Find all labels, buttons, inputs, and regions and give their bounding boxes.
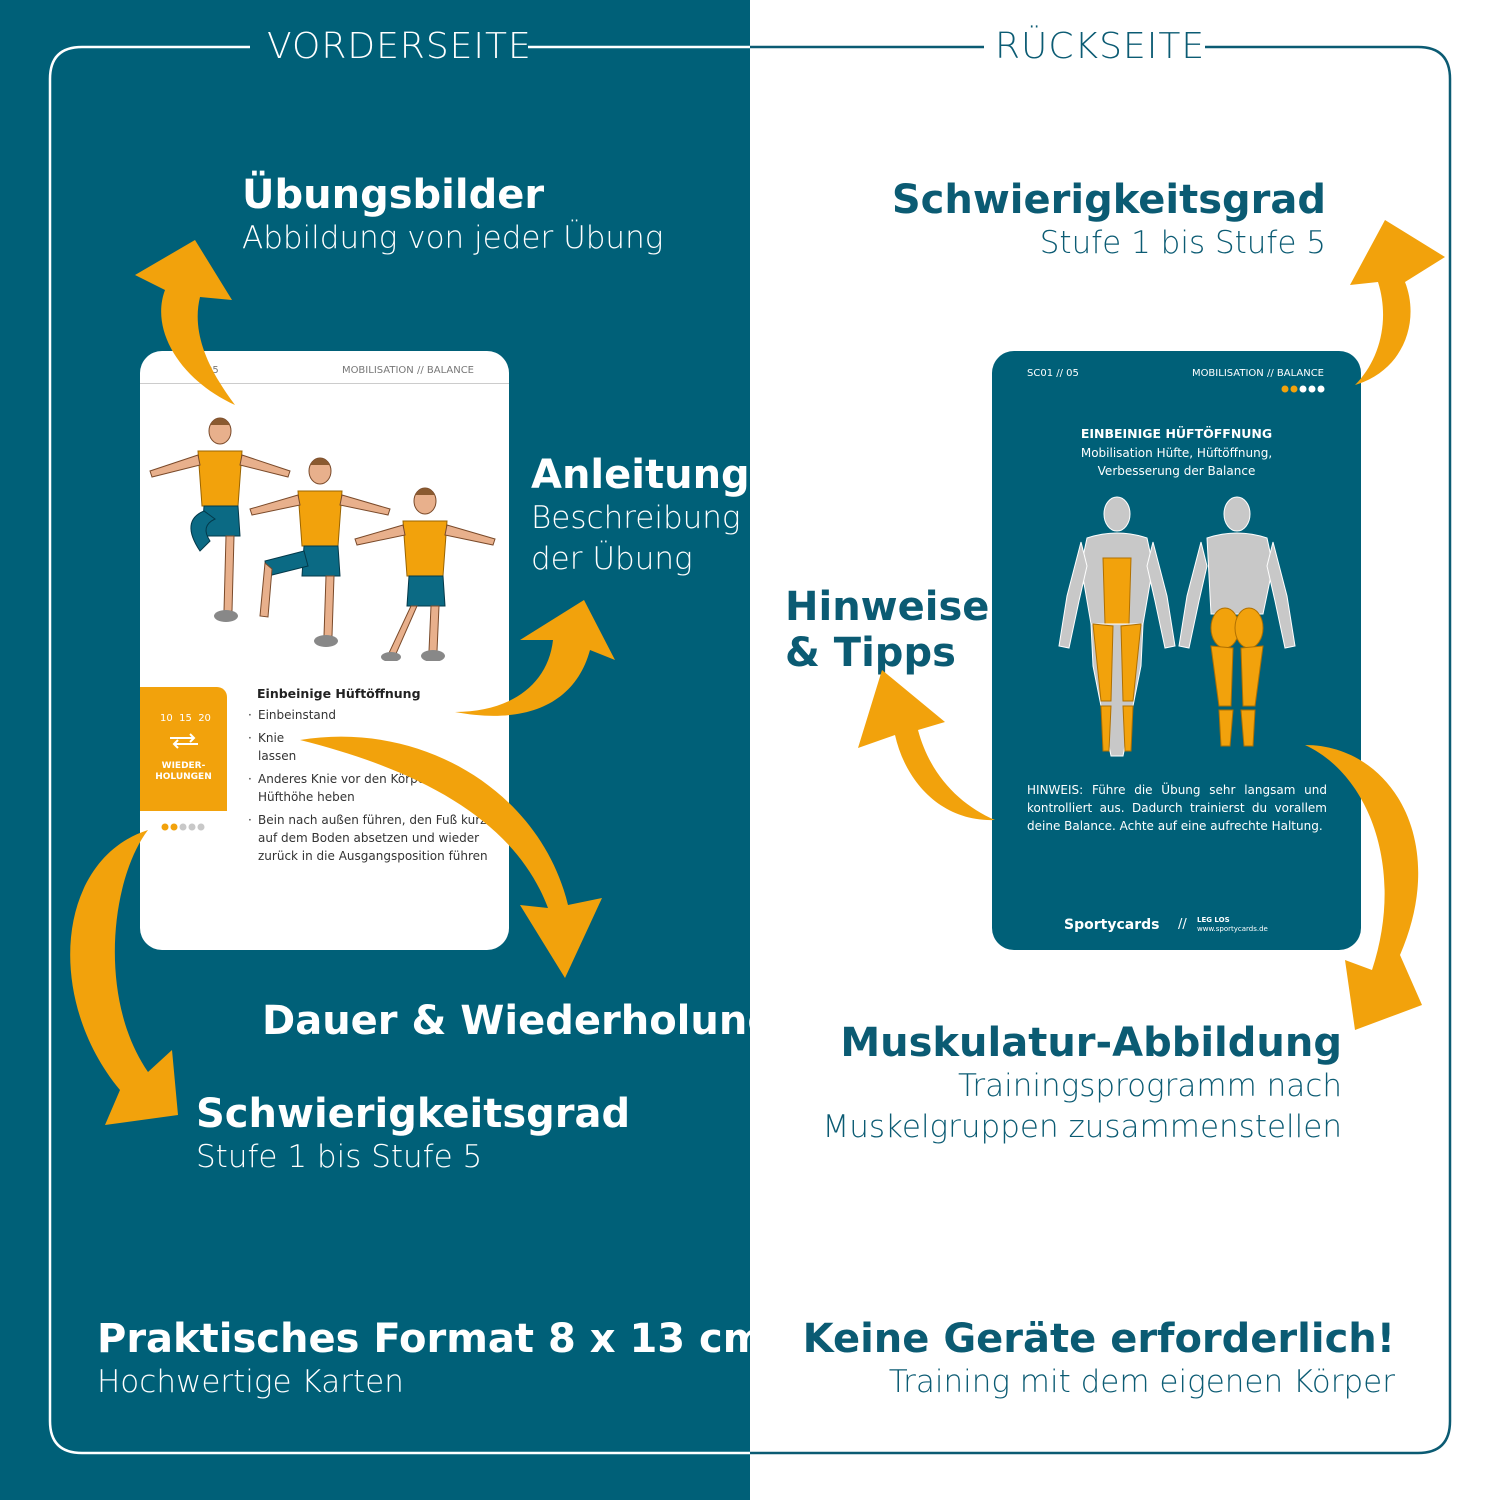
format-sub: Hochwertige Karten (97, 1364, 404, 1400)
reps-label: WIEDER- HOLUNGEN (155, 761, 212, 782)
difficulty-sub-left: Stufe 1 bis Stufe 5 (196, 1139, 483, 1175)
difficulty-dot (1290, 385, 1298, 393)
difficulty-title-right: Schwierigkeitsgrad (891, 177, 1326, 223)
front-difficulty-dots (161, 823, 205, 831)
muscle-anatomy-illustration (1058, 496, 1296, 757)
back-card-subtitle-1: Mobilisation Hüfte, Hüftöffnung, (1080, 446, 1273, 460)
difficulty-dot (1281, 385, 1289, 393)
difficulty-dot (170, 823, 178, 831)
instructions-sub-2: der Übung (531, 541, 693, 577)
no-equipment-sub: Training mit dem eigenen Körper (888, 1364, 1395, 1400)
back-card-subtitle-2: Verbesserung der Balance (1097, 464, 1256, 478)
difficulty-dot (179, 823, 187, 831)
exercise-figures-illustration (149, 417, 496, 661)
repeat-icon (170, 733, 198, 749)
back-card-code: SC01 // 05 (1027, 368, 1079, 379)
format-title: Praktisches Format 8 x 13 cm (97, 1316, 765, 1362)
difficulty-dot (1308, 385, 1316, 393)
step-item: Bein nach außen führen, den Fuß kurz auf… (248, 811, 488, 865)
back-difficulty-dots (1281, 385, 1325, 393)
muscles-sub-2: Muskelgruppen zusammenstellen (822, 1109, 1342, 1145)
exercise-images-title: Übungsbilder (242, 172, 545, 218)
back-card-slogan: LEG LOS (1197, 916, 1230, 924)
front-card: 05 MOBILISATION // BALANCE (140, 351, 509, 950)
back-card: SC01 // 05 MOBILISATION // BALANCE EINBE… (992, 351, 1361, 950)
difficulty-title-left: Schwierigkeitsgrad (196, 1091, 631, 1137)
difficulty-dot (1317, 385, 1325, 393)
back-card-divider: // (1178, 917, 1187, 932)
exercise-images-sub: Abbildung von jeder Übung (242, 220, 664, 256)
repetitions-tab: 10 15 20 WIEDER- HOLUNGEN (140, 687, 227, 811)
front-side-label: VORDERSEITE (267, 26, 532, 67)
back-card-title: EINBEINIGE HÜFTÖFFNUNG (1080, 426, 1273, 441)
duration-title: Dauer & Wiederholung (262, 998, 776, 1044)
reps-options: 10 15 20 (160, 713, 211, 724)
muscles-sub-1: Trainingsprogramm nach (957, 1068, 1342, 1104)
step-item: Anderes Knie vor den Körper auf Hüfthöhe… (248, 770, 488, 806)
front-card-code: 05 (206, 365, 219, 376)
step-item: Einbeinstand (248, 706, 488, 724)
muscles-title: Muskulatur-Abbildung (840, 1020, 1342, 1066)
back-card-hint: HINWEIS: Führe die Übung sehr langsam un… (1027, 783, 1327, 833)
tips-title-1: Hinweise (785, 584, 990, 630)
difficulty-sub-right: Stufe 1 bis Stufe 5 (1039, 225, 1326, 261)
difficulty-dot (188, 823, 196, 831)
front-card-category: MOBILISATION // BALANCE (341, 365, 474, 376)
tips-title-2: & Tipps (785, 630, 956, 676)
difficulty-dot (197, 823, 205, 831)
back-card-category: MOBILISATION // BALANCE (1191, 368, 1324, 379)
no-equipment-title: Keine Geräte erforderlich! (802, 1316, 1395, 1362)
back-side-label: RÜCKSEITE (995, 26, 1206, 67)
instructions-sub-1: Beschreibung (531, 500, 741, 536)
front-exercise-title: Einbeinige Hüftöffnung (257, 686, 421, 701)
back-card-url: www.sportycards.de (1197, 925, 1268, 933)
difficulty-dot (1299, 385, 1307, 393)
difficulty-dot (161, 823, 169, 831)
back-card-brand: Sportycards (1064, 917, 1160, 933)
instructions-title: Anleitung (531, 452, 750, 498)
